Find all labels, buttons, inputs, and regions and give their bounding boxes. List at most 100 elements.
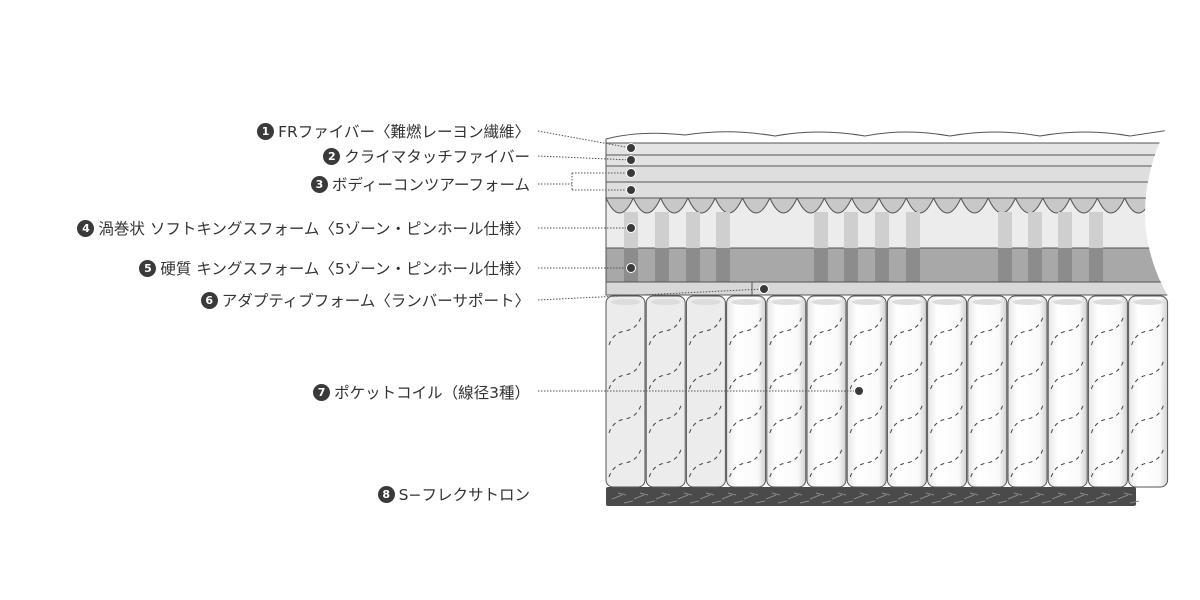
number-badge: 4 [77, 219, 95, 237]
marker-dot-7 [854, 386, 864, 396]
base-texture [809, 492, 832, 504]
layer-name: 渦巻状 ソフトキングスフォーム〈5ゾーン・ピンホール仕様〉 [98, 220, 530, 238]
pinhole [875, 212, 889, 248]
pocket-coil [1087, 295, 1128, 488]
number-badge: 8 [377, 485, 395, 503]
pocket-coil [927, 295, 968, 488]
coil-top [650, 299, 681, 305]
layer-name: アダプティブフォーム〈ランバーサポート〉 [221, 292, 530, 310]
pinhole [998, 212, 1012, 248]
leader-1 [537, 130, 632, 149]
pinhole [1058, 248, 1072, 282]
marker-dot-6 [759, 284, 769, 294]
coil-top [1012, 299, 1043, 305]
number-badge: 6 [200, 291, 218, 309]
base-texture [963, 492, 986, 504]
pocket-coil [1047, 295, 1088, 488]
marker-dot-1 [626, 143, 636, 153]
base-texture [721, 492, 744, 504]
top-quilt [605, 129, 1170, 144]
pocket-coil [1007, 295, 1048, 488]
pinhole [875, 248, 889, 282]
pinhole [814, 212, 828, 248]
layer-name: クライマタッチファイバー [344, 148, 530, 166]
coil-top [851, 299, 882, 305]
layer-8-base [606, 487, 1136, 506]
base-texture [1007, 492, 1030, 504]
layer-name: S−フレクサトロン [398, 486, 530, 504]
pinhole [906, 212, 920, 248]
base-texture [831, 492, 854, 504]
base-texture [655, 492, 678, 504]
pinhole [844, 212, 858, 248]
number-badge: 1 [257, 122, 275, 140]
number-badge: 5 [139, 259, 157, 277]
coil-top [972, 299, 1003, 305]
pinhole [1028, 212, 1042, 248]
pocket-coil [886, 295, 927, 488]
base-texture [1095, 492, 1118, 504]
base-texture [743, 492, 766, 504]
base-texture [699, 492, 722, 504]
pinhole [716, 212, 730, 248]
base-texture [1051, 492, 1074, 504]
layer-name: ポケットコイル（線径3種） [334, 384, 530, 402]
pocket-coil [1128, 295, 1169, 488]
base-texture [1029, 492, 1052, 504]
layer-2-climatouch-fiber [605, 154, 1170, 167]
pinhole [1089, 212, 1103, 248]
pinhole [686, 248, 700, 282]
leader-2 [537, 155, 632, 161]
layer-1-fr-fiber [605, 142, 1170, 156]
base-texture [985, 492, 1008, 504]
base-texture [1117, 492, 1140, 504]
pinhole [716, 248, 730, 282]
coil-top [932, 299, 963, 305]
coil-top [731, 299, 762, 305]
coil-top [1133, 299, 1164, 305]
pinhole [844, 248, 858, 282]
base-texture [941, 492, 964, 504]
pinhole [655, 212, 669, 248]
coil-top [690, 299, 721, 305]
pinhole [1028, 248, 1042, 282]
pinhole [655, 248, 669, 282]
layer-name: FRファイバー〈難燃レーヨン繊維〉 [278, 123, 530, 141]
pinhole [814, 248, 828, 282]
pinhole [906, 248, 920, 282]
number-badge: 3 [310, 175, 328, 193]
base-texture [1073, 492, 1096, 504]
base-texture [677, 492, 700, 504]
coil-top [610, 299, 641, 305]
coil-top [1052, 299, 1083, 305]
layer-name: 硬質 キングスフォーム〈5ゾーン・ピンホール仕様〉 [160, 260, 530, 278]
base-texture [897, 492, 920, 504]
pinhole [1058, 212, 1072, 248]
number-badge: 2 [323, 147, 341, 165]
layer-6-adaptive-foam [605, 281, 1170, 296]
number-badge: 7 [313, 383, 331, 401]
pinhole [686, 212, 700, 248]
marker-dot-3b [626, 185, 636, 195]
marker-dot-5 [626, 263, 636, 273]
coil-top [771, 299, 802, 305]
base-texture [787, 492, 810, 504]
coil-top [1092, 299, 1123, 305]
base-texture [633, 492, 656, 504]
marker-dot-4 [626, 223, 636, 233]
pinhole [998, 248, 1012, 282]
base-texture [919, 492, 942, 504]
marker-dot-3a [626, 168, 636, 178]
marker-dot-2 [626, 155, 636, 165]
base-texture [765, 492, 788, 504]
base-texture [853, 492, 876, 504]
